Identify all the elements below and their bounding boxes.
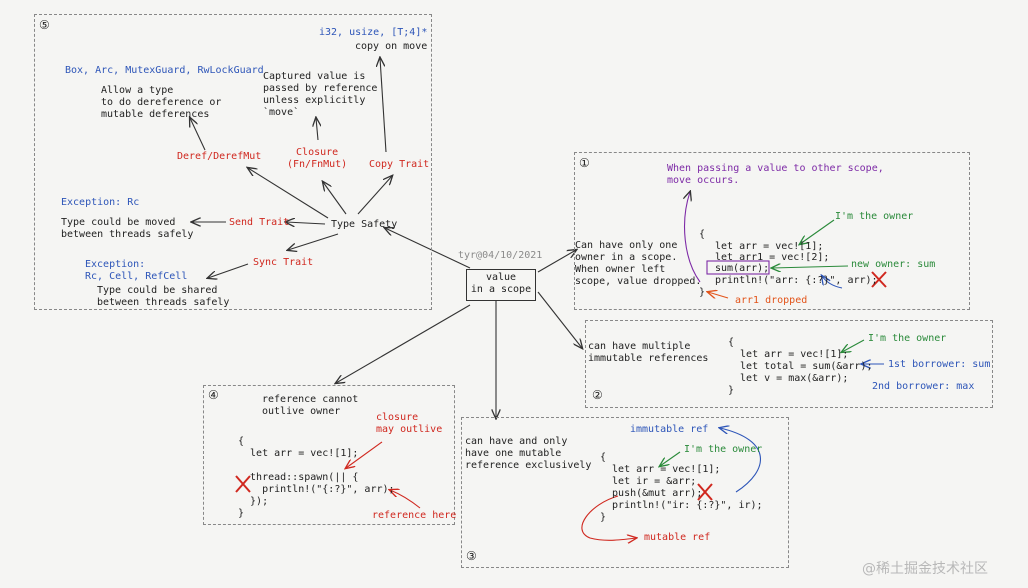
deref-types: Box, Arc, MutexGuard, RwLockGuard <box>65 65 264 76</box>
copy-trait: Copy Trait <box>369 159 430 170</box>
code-line-1: let arr = vec![1]; <box>715 241 824 252</box>
watermark: @稀土掘金技术社区 <box>862 561 988 577</box>
cross-mark-3 <box>697 483 713 501</box>
arrow-to-closure <box>323 182 347 215</box>
code-line-4: println!("arr: {:?}", arr); <box>715 275 878 286</box>
copy-desc: copy on move <box>355 41 428 52</box>
mutable-desc: can have and only have one mutable refer… <box>465 436 592 471</box>
arrow-owner-2 <box>842 339 865 352</box>
type-safety-box: ⑤ i32, usize, [T;4]* copy on move Box, A… <box>34 14 432 310</box>
arrow-sync-desc <box>208 263 249 278</box>
dropped-note: arr1 dropped <box>735 295 808 306</box>
new-owner-note: new owner: sum <box>851 259 936 270</box>
sum-arr-highlight <box>706 260 770 275</box>
box-number: ② <box>592 388 603 402</box>
mutable-code: { let arr = vec![1]; let ir = &arr; push… <box>600 452 763 523</box>
arrow-center-to-box2 <box>537 291 582 348</box>
cross-mark-4 <box>235 475 251 493</box>
immutable-ref-box: can have multiple immutable references {… <box>585 320 993 408</box>
mutable-ref-note: mutable ref <box>644 532 711 543</box>
arrow-closure-desc <box>316 118 318 141</box>
arrow-move-occurs <box>685 192 701 283</box>
send-desc: Type could be moved between threads safe… <box>61 217 194 240</box>
arrow-new-owner <box>772 266 849 268</box>
type-safety-hub: Type Safety <box>331 219 398 230</box>
borrower-1-note: 1st borrower: sum <box>888 359 991 370</box>
code-line-3: sum(arr); <box>715 263 770 274</box>
deref-desc: Allow a type to do dereference or mutabl… <box>101 85 222 120</box>
arrow-deref-desc <box>190 118 206 151</box>
cross-mark-1 <box>871 271 887 288</box>
owner-note: I'm the owner <box>868 333 947 344</box>
arrow-center-to-box1 <box>537 250 576 273</box>
captured-desc: Captured value is passed by reference un… <box>263 71 378 118</box>
immutable-desc: can have multiple immutable references <box>588 341 709 364</box>
sync-exception: Exception: Rc, Cell, RefCell <box>85 259 188 282</box>
deref-trait: Deref/DerefMut <box>177 151 262 162</box>
owner-note: I'm the owner <box>835 211 914 222</box>
arrow-closure-outlive <box>346 441 383 468</box>
code-close: } <box>699 287 706 298</box>
sync-desc: Type could be shared between threads saf… <box>97 285 230 308</box>
reference-here-note: reference here <box>372 510 457 521</box>
sync-trait: Sync Trait <box>253 257 314 268</box>
arrow-to-copy <box>357 176 392 215</box>
code-line-2: let arr1 = vec![2]; <box>715 252 830 263</box>
borrower-2-note: 2nd borrower: max <box>872 381 975 392</box>
lifetime-code: { let arr = vec![1]; thread::spawn(|| { … <box>238 436 395 519</box>
closure-trait: Closure (Fn/FnMut) <box>287 147 348 170</box>
center-node: value in a scope <box>466 269 536 301</box>
box-number: ① <box>579 156 590 170</box>
arrow-dropped <box>708 292 729 298</box>
arrow-to-sync <box>288 233 339 250</box>
mutable-ref-box: can have and only have one mutable refer… <box>461 417 789 568</box>
box-number: ④ <box>208 388 219 402</box>
immutable-ref-note: immutable ref <box>630 424 709 435</box>
arrow-new-owner-blue <box>822 276 843 289</box>
owner-note: I'm the owner <box>684 444 763 455</box>
copy-types: i32, usize, [T;4]* <box>319 27 428 38</box>
box-number: ⑤ <box>39 18 50 32</box>
immutable-code: { let arr = vec![1]; let total = sum(&ar… <box>728 337 873 396</box>
arrow-center-to-type-safety <box>385 228 471 269</box>
arrow-to-deref <box>248 168 329 219</box>
arrow-mutable-ref <box>581 495 636 540</box>
ownership-desc: Can have only one owner in a scope. When… <box>575 240 702 287</box>
arrow-to-send <box>286 222 326 224</box>
send-exception: Exception: Rc <box>61 197 140 208</box>
move-note: When passing a value to other scope, mov… <box>667 163 884 186</box>
arrow-reference-here <box>390 490 421 509</box>
box-number: ③ <box>466 549 477 563</box>
arrow-owner-1 <box>800 219 835 244</box>
arrow-immutable-ref <box>720 428 761 493</box>
arrow-copy-desc <box>380 58 387 153</box>
lifetime-box: ④ reference cannot outlive owner closure… <box>203 385 457 525</box>
lifetime-title: reference cannot outlive owner <box>262 394 359 417</box>
signature: tyr@04/10/2021 <box>458 250 543 261</box>
send-trait: Send Trait <box>229 217 290 228</box>
code-open: { <box>699 229 706 240</box>
arrow-center-to-box4 <box>336 304 471 383</box>
closure-outlive-note: closure may outlive <box>376 412 443 435</box>
ownership-box: ① When passing a value to other scope, m… <box>574 152 970 310</box>
arrow-owner-3 <box>660 451 681 466</box>
